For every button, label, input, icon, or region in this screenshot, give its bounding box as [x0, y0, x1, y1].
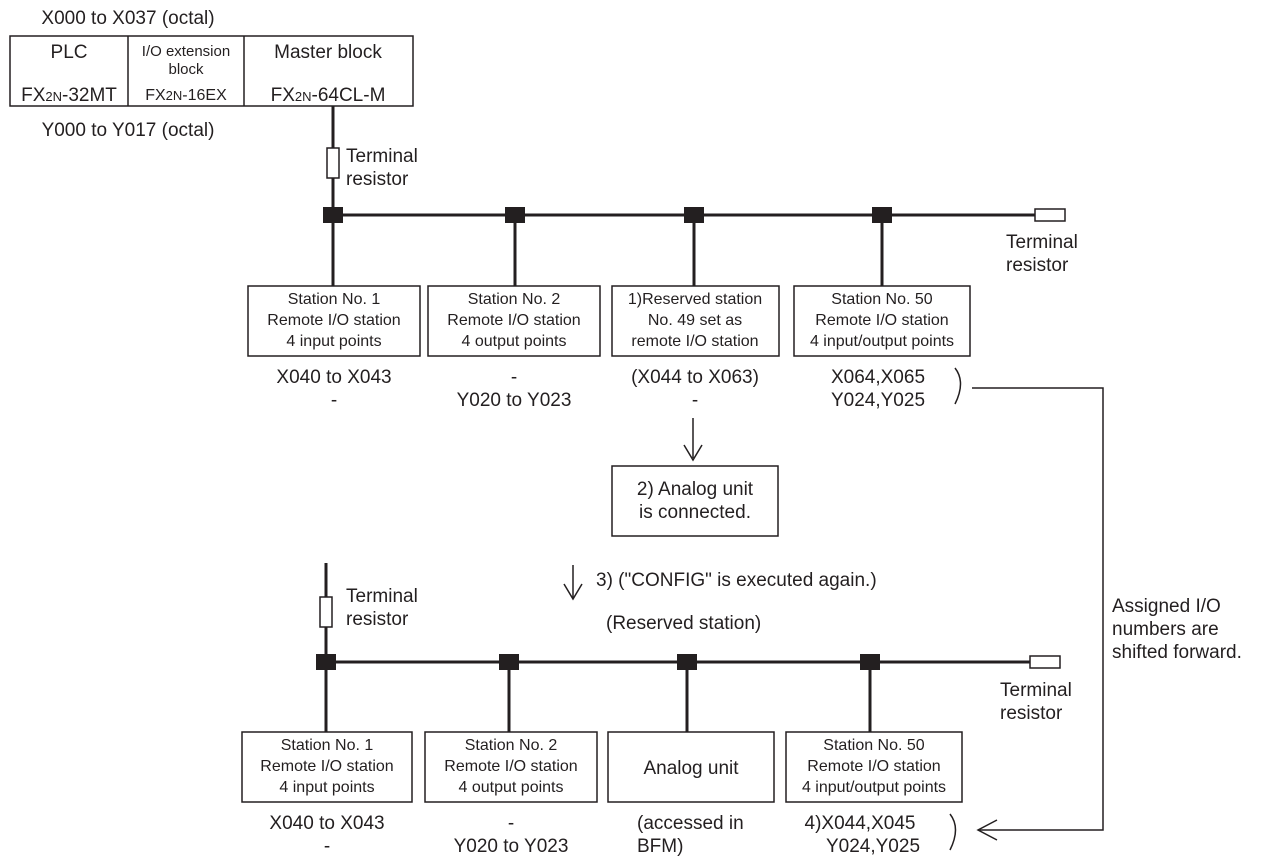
station-50-addr-x: X064,X065 [831, 367, 925, 388]
reserved-station-label: (Reserved station) [606, 613, 761, 634]
station-50-box-after [785, 731, 963, 803]
reserved-station-box [611, 285, 780, 357]
io-ext-title-1: I/O extension [142, 43, 230, 60]
station-50-after-addr-y: Y024,Y025 [826, 836, 920, 857]
terminal-resistor-label: resistor [1000, 703, 1063, 724]
station-2-line1: Station No. 2 [468, 291, 561, 308]
analog-unit-addr-2: BFM) [637, 836, 683, 857]
reserved-station-line2: No. 49 set as [648, 312, 742, 329]
station-1-addr-x: X040 to X043 [276, 367, 391, 388]
io-ext-title-2: block [168, 61, 204, 78]
terminal-resistor-label: resistor [346, 609, 409, 630]
bus-node [872, 207, 892, 223]
station-2-line2: Remote I/O station [447, 312, 580, 329]
station-1-box [247, 285, 421, 357]
master-block-model: FX2N-64CL-M [271, 85, 386, 106]
station-2-after-addr-x: - [508, 813, 514, 834]
x-range-label: X000 to X037 (octal) [41, 8, 214, 29]
y-range-label: Y000 to Y017 (octal) [42, 120, 215, 141]
terminal-resistor-label: Terminal [346, 586, 418, 607]
io-ext-model: FX2N-16EX [145, 87, 227, 104]
terminal-resistor-label: Terminal [1006, 232, 1078, 253]
analog-unit-addr-1: (accessed in [637, 813, 744, 834]
station-2-line3: 4 output points [462, 333, 567, 350]
bus-node [499, 654, 519, 670]
station-1-addr-y: - [331, 390, 337, 411]
shift-note-line3: shifted forward. [1112, 642, 1242, 663]
station-50-addr-y: Y024,Y025 [831, 390, 925, 411]
station-2-after-line1: Station No. 2 [465, 737, 558, 754]
station-1-after-addr-y: - [324, 836, 330, 857]
brace-icon [954, 367, 962, 405]
station-1-after-line3: 4 input points [279, 779, 374, 796]
terminal-resistor-label: Terminal [346, 146, 418, 167]
station-50-box [793, 285, 971, 357]
shift-note-line2: numbers are [1112, 619, 1219, 640]
station-50-after-line2: Remote I/O station [807, 758, 940, 775]
station-1-line1: Station No. 1 [288, 291, 381, 308]
analog-unit-box [607, 731, 775, 803]
analog-connected-box [611, 465, 779, 537]
station-2-addr-x: - [511, 367, 517, 388]
station-1-after-line2: Remote I/O station [260, 758, 393, 775]
station-1-box-after [241, 731, 413, 803]
plc-model: FX2N-32MT [21, 85, 117, 106]
terminal-resistor-1 [326, 147, 340, 179]
bus-node [323, 207, 343, 223]
config-step-text: 3) ("CONFIG" is executed again.) [596, 570, 877, 591]
station-2-box [427, 285, 601, 357]
terminal-resistor-label: resistor [346, 169, 409, 190]
station-2-after-addr-y: Y020 to Y023 [454, 836, 569, 857]
station-1-line3: 4 input points [286, 333, 381, 350]
controller-outline [9, 35, 414, 107]
analog-connected-line1: 2) Analog unit [637, 479, 754, 500]
station-2-after-line3: 4 output points [459, 779, 564, 796]
shift-connector-line [972, 387, 1104, 831]
master-block-title: Master block [274, 42, 382, 63]
terminal-resistor-2 [1034, 208, 1066, 222]
station-50-line1: Station No. 50 [831, 291, 933, 308]
terminal-resistor-4 [1029, 655, 1061, 669]
station-1-after-line1: Station No. 1 [281, 737, 374, 754]
reserved-station-line1: 1)Reserved station [628, 291, 762, 308]
shift-note-line1: Assigned I/O [1112, 596, 1221, 617]
reserved-station-line3: remote I/O station [631, 333, 758, 350]
bus-node [505, 207, 525, 223]
reserved-station-addr-y: - [692, 390, 698, 411]
station-50-after-line3: 4 input/output points [802, 779, 946, 796]
arrow-down-icon [563, 583, 583, 601]
station-2-box-after [424, 731, 598, 803]
station-50-line2: Remote I/O station [815, 312, 948, 329]
analog-connected-line2: is connected. [639, 502, 751, 523]
station-2-addr-y: Y020 to Y023 [457, 390, 572, 411]
reserved-station-addr-x: (X044 to X063) [631, 367, 759, 388]
bus-node [316, 654, 336, 670]
bus-node [677, 654, 697, 670]
terminal-resistor-label: resistor [1006, 255, 1069, 276]
station-50-line3: 4 input/output points [810, 333, 954, 350]
terminal-resistor-label: Terminal [1000, 680, 1072, 701]
brace-icon [949, 813, 957, 851]
bus-node [684, 207, 704, 223]
arrow-left-icon [976, 819, 998, 841]
station-1-after-addr-x: X040 to X043 [269, 813, 384, 834]
analog-unit-label: Analog unit [643, 758, 739, 779]
terminal-resistor-3 [319, 596, 333, 628]
station-1-line2: Remote I/O station [267, 312, 400, 329]
station-50-after-line1: Station No. 50 [823, 737, 925, 754]
station-50-after-addr-x: 4)X044,X045 [805, 813, 916, 834]
station-2-after-line2: Remote I/O station [444, 758, 577, 775]
bus-node [860, 654, 880, 670]
arrow-down-icon [683, 444, 703, 462]
plc-title: PLC [51, 42, 88, 63]
